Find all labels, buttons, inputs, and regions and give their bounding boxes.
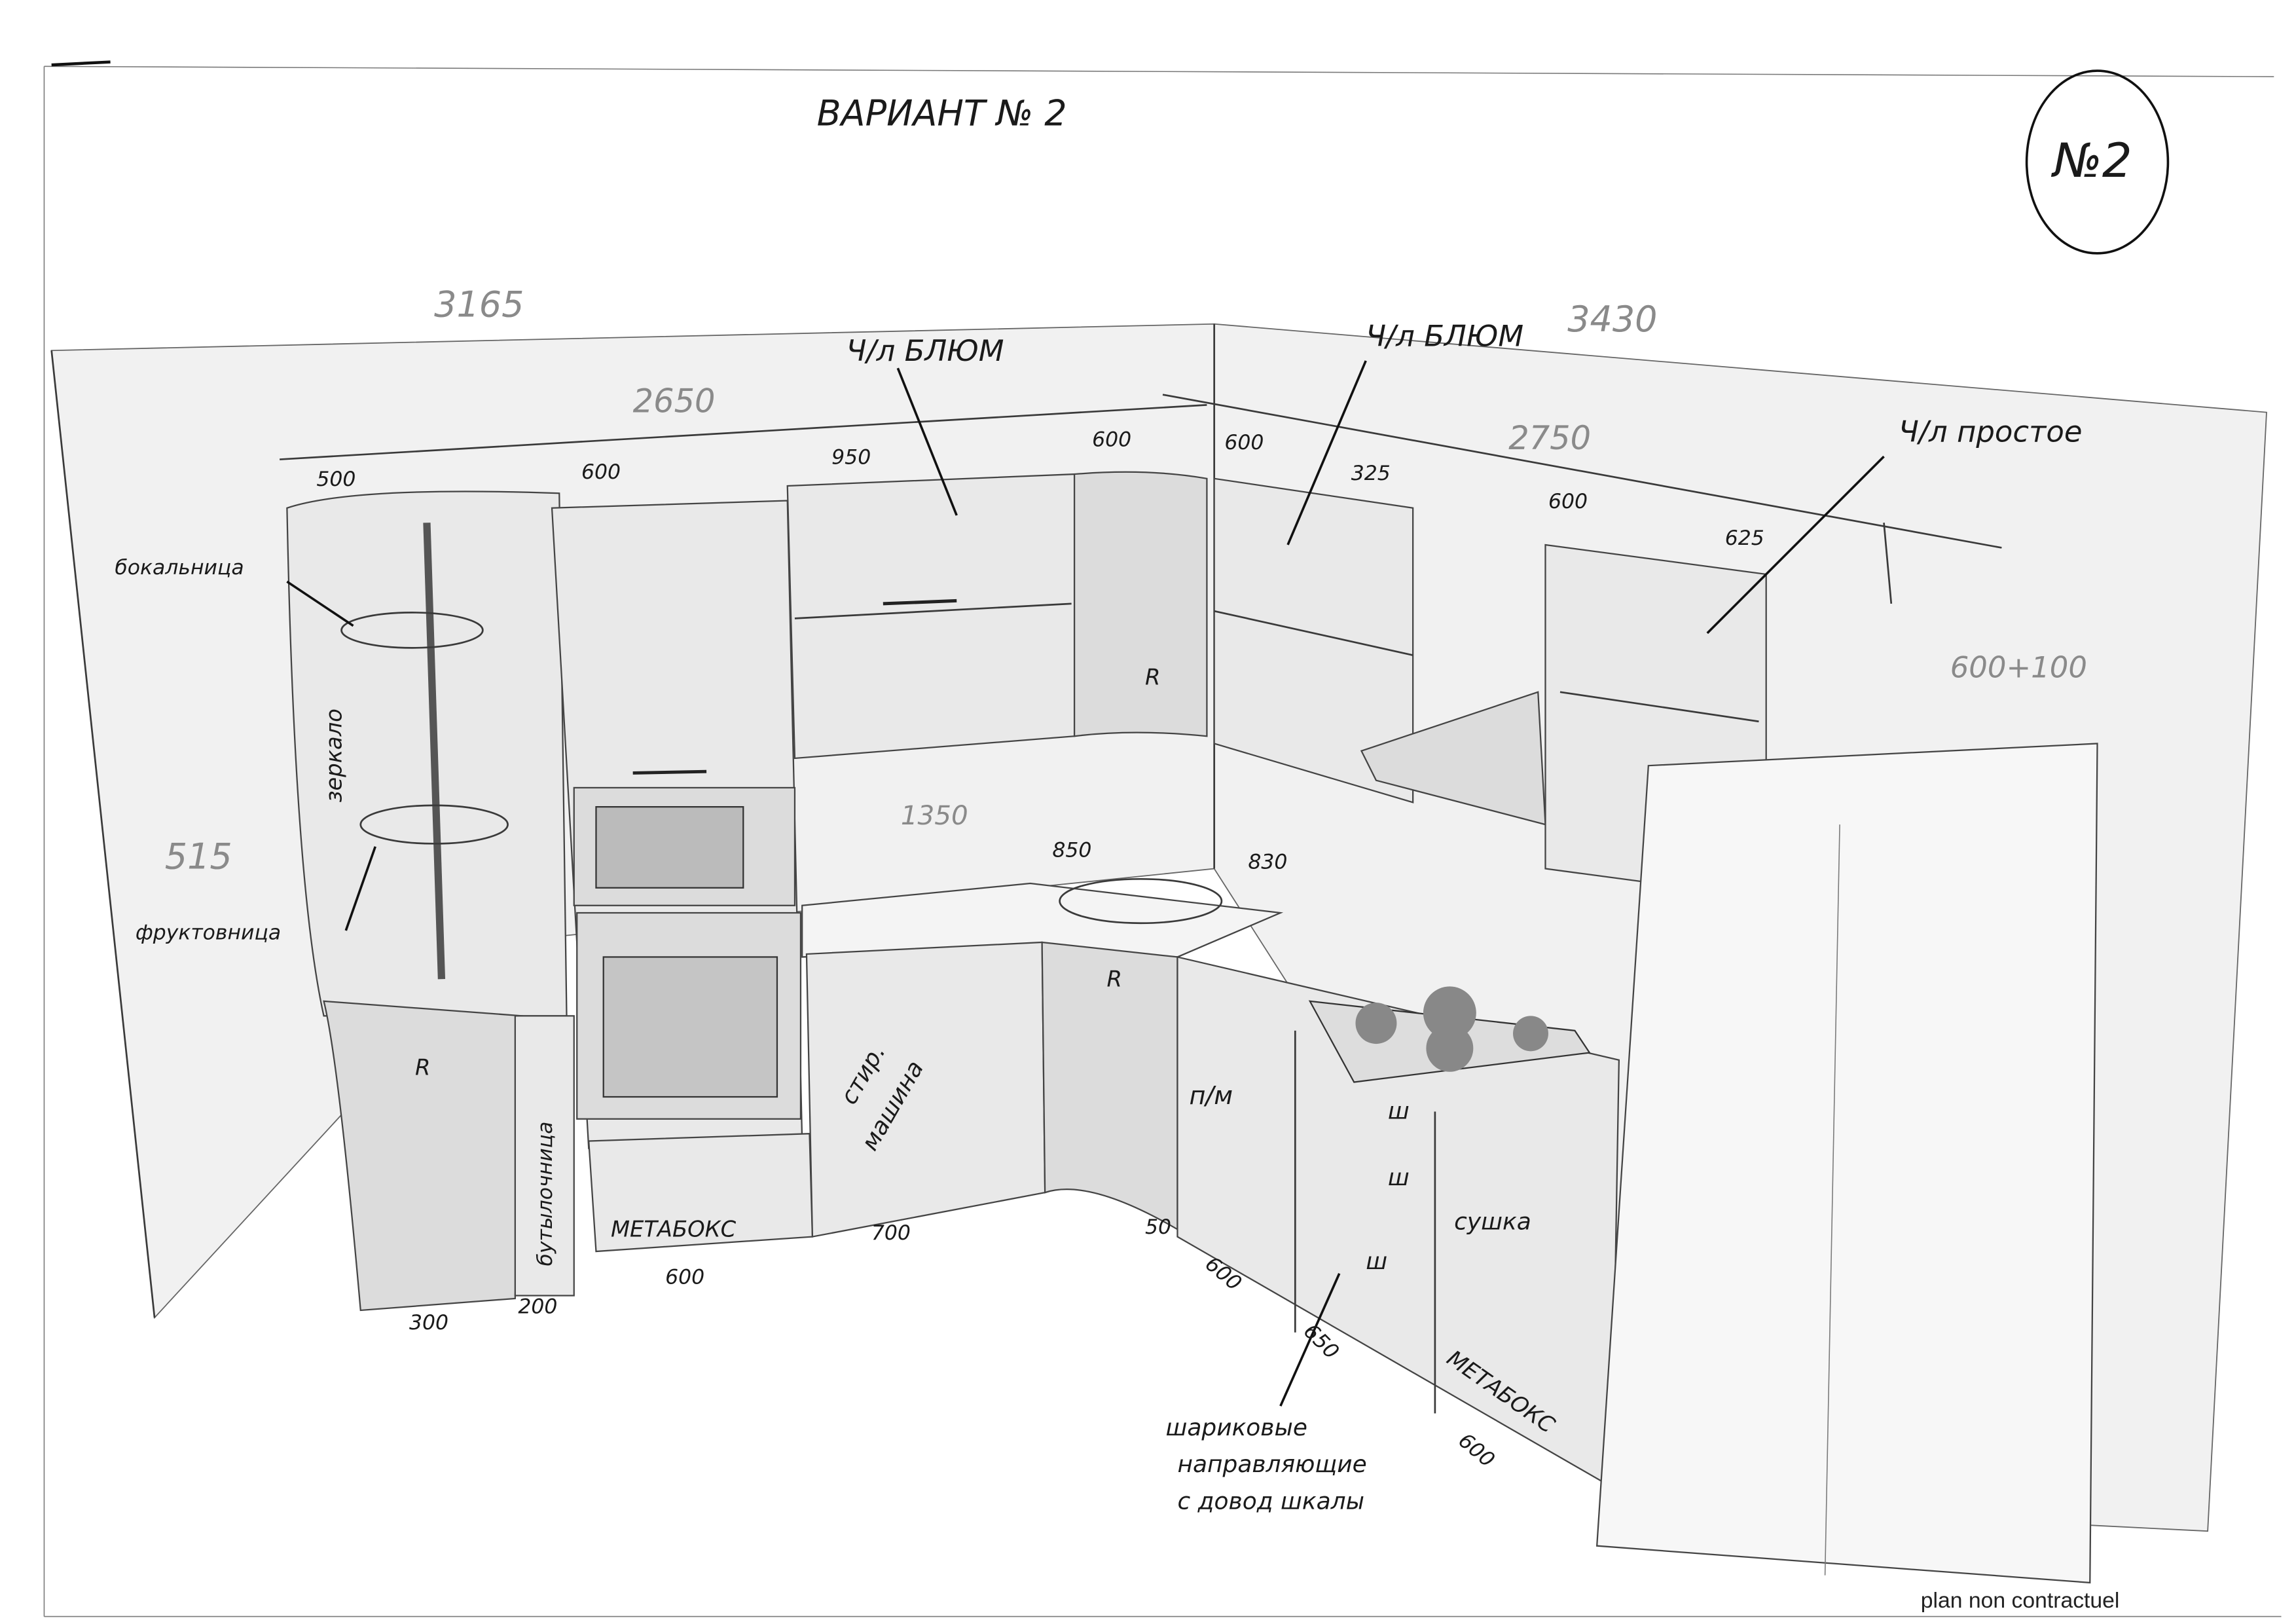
label-rails-line3: с довод шкалы [1177, 1488, 1364, 1515]
arrow [286, 580, 354, 627]
shelf-pole [423, 523, 446, 980]
cabinet-split [1559, 691, 1759, 723]
arrow [344, 846, 376, 931]
label-fruit-bowl: фруктовница [136, 921, 281, 944]
dim-600: 600 [665, 1266, 704, 1289]
dim-700: 700 [871, 1221, 911, 1245]
dim-fridge: 600+100 [1950, 650, 2087, 684]
open-shelf-unit [286, 490, 568, 1017]
dim-sink-left: 850 [1052, 839, 1091, 862]
label-radius: R [1145, 665, 1160, 690]
dim-300: 300 [409, 1311, 448, 1335]
dim-50: 50 [1145, 1215, 1171, 1239]
label-glass-holder: бокальница [115, 556, 244, 580]
burner [1423, 986, 1476, 1040]
page-title: ВАРИАНТ № 2 [817, 92, 1067, 134]
label-drawer: ш [1388, 1164, 1410, 1191]
oven-window [602, 956, 778, 1098]
dim-950: 950 [831, 445, 871, 469]
dim-325: 325 [1351, 462, 1391, 485]
dim-600: 600 [581, 460, 621, 484]
dim-625: 625 [1725, 526, 1764, 550]
dim-200: 200 [518, 1295, 557, 1318]
arrow [896, 367, 958, 516]
sink [1059, 877, 1223, 925]
label-dishwasher: п/м [1189, 1082, 1233, 1111]
glass-holder-ring [340, 612, 484, 649]
wall-edge-left [50, 350, 156, 1318]
sheet-number: №2 [2050, 133, 2132, 188]
dim-line-right [1162, 394, 2002, 549]
bottle-rack-cabinet [514, 1015, 575, 1297]
dim-run-left: 2650 [633, 382, 716, 420]
page-top-border [44, 65, 2274, 77]
label-bottle-rack: бутылочница [534, 1122, 557, 1266]
corner-wall-cabinet [1073, 471, 1208, 737]
label-mirror: зеркало [321, 709, 347, 802]
dim-600: 600 [1548, 490, 1588, 513]
handle [883, 599, 957, 606]
footer-disclaimer: plan non contractuel [1921, 1588, 2120, 1613]
dim-tick [1883, 523, 1893, 604]
fridge-edge [1824, 824, 1840, 1576]
label-drawer: ш [1388, 1098, 1410, 1125]
label-radius: R [1107, 966, 1122, 991]
dim-room-right: 3430 [1567, 299, 1657, 340]
dim-500: 500 [316, 468, 355, 491]
label-lift-blum-1: Ч/л БЛЮМ [847, 333, 1004, 368]
dim-sink-right: 830 [1248, 851, 1287, 874]
microwave-window [595, 806, 744, 889]
dim-room-left: 3165 [434, 284, 524, 325]
label-rails-line2: направляющие [1177, 1451, 1366, 1478]
wall-cabinet-lift-blum-2 [1213, 477, 1414, 803]
cabinet-split [1214, 610, 1413, 656]
scan-mark [51, 60, 111, 67]
label-metabox-left: МЕТАБОКС [611, 1217, 737, 1242]
label-lift-blum-2: Ч/л БЛЮМ [1366, 318, 1523, 353]
label-rails-line1: шариковые [1165, 1414, 1307, 1441]
arrow [1279, 1273, 1341, 1407]
fruit-bowl-ring [359, 804, 509, 845]
dim-wall-gap: 1350 [901, 800, 968, 831]
burner [1513, 1016, 1548, 1052]
label-dryer: сушка [1454, 1208, 1531, 1235]
dim-line-left [280, 404, 1207, 460]
arrow [1286, 360, 1367, 545]
label-drawer: ш [1366, 1248, 1387, 1275]
dim-run-right: 2750 [1508, 419, 1591, 457]
handle [632, 769, 707, 775]
arrow [1706, 455, 1885, 635]
dim-600: 600 [1224, 431, 1264, 454]
burner [1426, 1024, 1474, 1072]
label-radius: R [415, 1054, 430, 1080]
dim-shelf-height: 515 [165, 836, 232, 877]
sheet-number-circle [2025, 69, 2170, 255]
curved-base-cabinet [323, 1000, 524, 1312]
corner-base-cabinet [1041, 941, 1178, 1231]
cabinet-split [794, 602, 1072, 619]
label-lift-simple: Ч/л простое [1899, 415, 2082, 449]
burner [1355, 1003, 1397, 1044]
dim-600: 600 [1092, 428, 1131, 451]
dim-600: 600 [1453, 1429, 1499, 1472]
fridge [1595, 743, 2098, 1584]
